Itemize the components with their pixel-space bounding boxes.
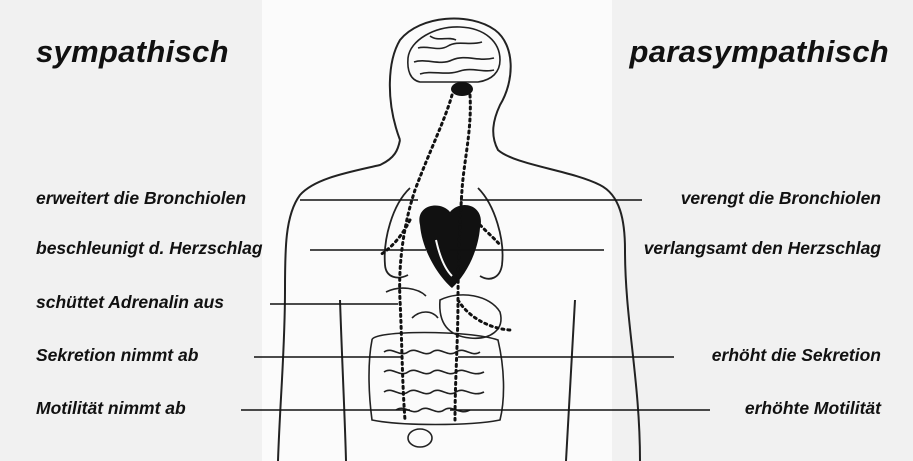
- parasympathetic-effect-bronchioles: verengt die Bronchiolen: [681, 188, 881, 208]
- sympathetic-effect-bronchioles: erweitert die Bronchiolen: [36, 188, 246, 208]
- sympathetic-effect-motility: Motilität nimmt ab: [36, 398, 186, 418]
- stomach: [386, 288, 501, 338]
- brain: [408, 27, 500, 82]
- sympathetic-connectors: [241, 200, 426, 410]
- heart: [419, 205, 481, 288]
- bladder: [408, 429, 432, 447]
- sympathetic-effect-heartbeat: beschleunigt d. Herzschlag: [36, 238, 263, 258]
- parasympathetic-effect-secretion: erhöht die Sekretion: [712, 345, 881, 365]
- parasympathetic-connectors: [450, 200, 710, 410]
- parasympathetic-effect-heartbeat: verlangsamt den Herzschlag: [644, 238, 881, 258]
- parasympathetic-effect-motility: erhöhte Motilität: [745, 398, 881, 418]
- sympathetic-effect-secretion: Sekretion nimmt ab: [36, 345, 198, 365]
- sympathetic-effect-adrenaline: schüttet Adrenalin aus: [36, 292, 224, 312]
